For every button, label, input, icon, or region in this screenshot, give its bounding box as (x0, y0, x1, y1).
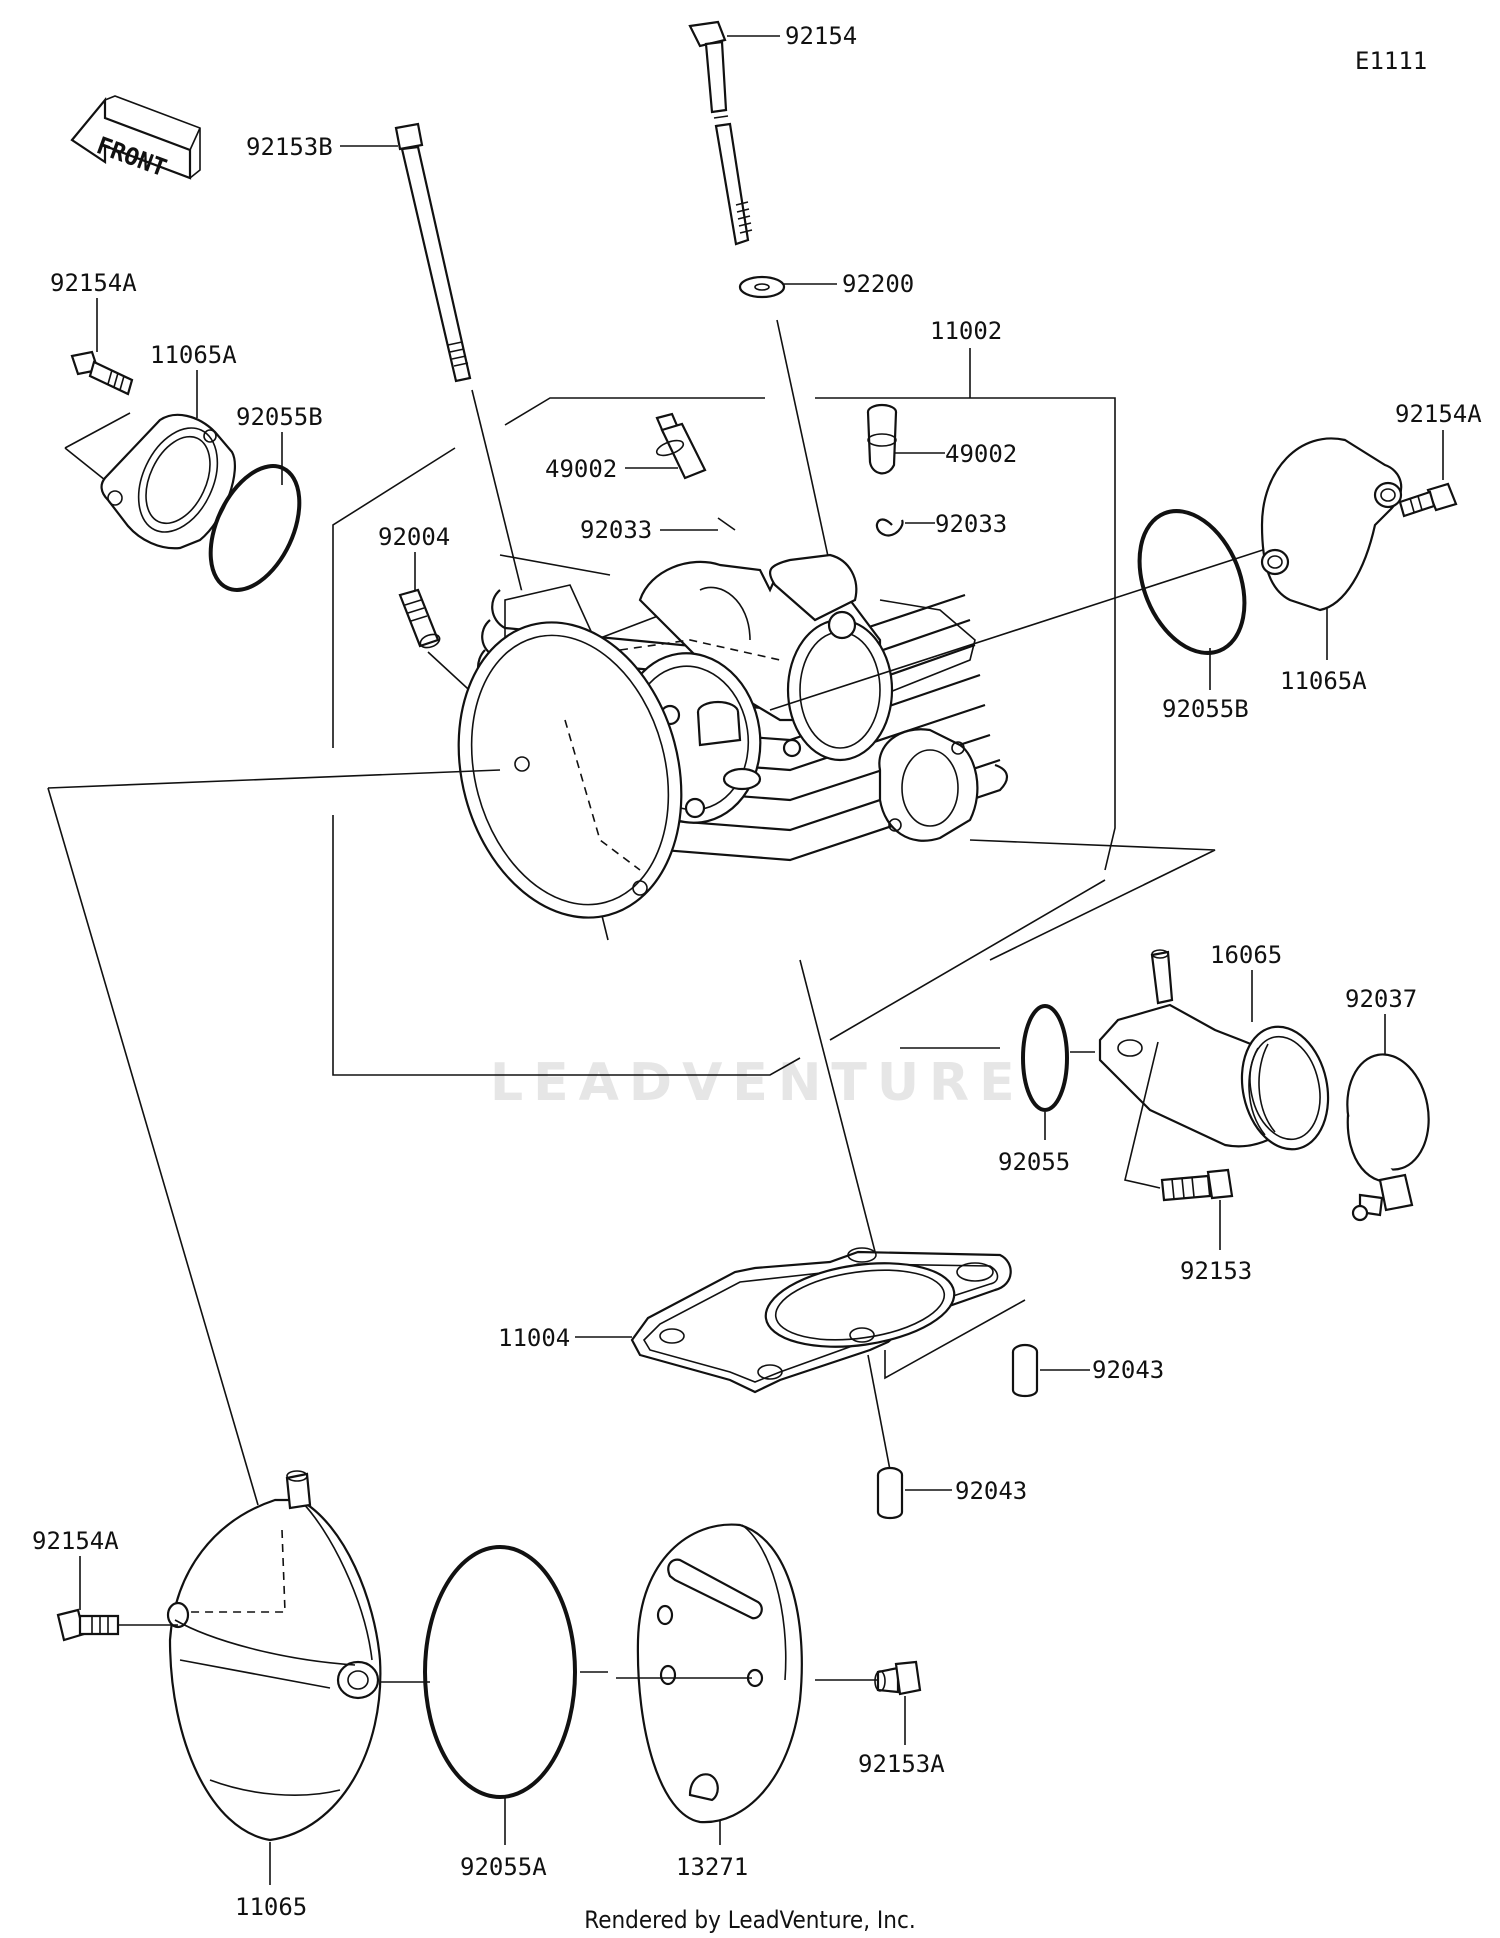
oring-92055B-right (1137, 509, 1247, 655)
label-92153A: 92153A (858, 1750, 945, 1778)
plate-13271 (636, 1523, 803, 1824)
label-92154A-left: 92154A (50, 269, 137, 297)
label-92043-lower: 92043 (955, 1477, 1027, 1505)
label-92055B-left: 92055B (236, 403, 323, 431)
label-92153B: 92153B (246, 133, 333, 161)
valve-guide-49002-right (866, 403, 898, 475)
label-11065A-right: 11065A (1280, 667, 1367, 695)
cover-11065 (166, 1470, 382, 1842)
label-92055: 92055 (998, 1148, 1070, 1176)
diagram-id: E1111 (1355, 47, 1427, 75)
dowel-92043-upper (1011, 1343, 1039, 1398)
label-11065A-left: 11065A (150, 341, 237, 369)
bolt-92154A-right (1398, 482, 1458, 518)
label-49002-right: 49002 (945, 440, 1017, 468)
footer-credit: Rendered by LeadVenture, Inc. (584, 1906, 915, 1934)
gasket-11004 (630, 1247, 1012, 1394)
oring-92055 (1021, 1004, 1069, 1112)
dowel-92043-lower (876, 1466, 904, 1520)
bolt-92153B (394, 122, 472, 383)
cylinder-head-11002 (457, 553, 1008, 919)
label-92200: 92200 (842, 270, 914, 298)
label-92154: 92154 (785, 22, 857, 50)
label-92055B-right: 92055B (1162, 695, 1249, 723)
intake-pipe-16065 (1098, 949, 1330, 1151)
washer-92200 (738, 275, 786, 299)
bolt-92153 (1160, 1168, 1234, 1202)
clamp-92037 (1346, 1053, 1430, 1222)
cover-11065A-left (100, 413, 236, 550)
oring-92055B-left (208, 464, 302, 592)
label-92033-left: 92033 (580, 516, 652, 544)
label-16065: 16065 (1210, 941, 1282, 969)
label-13271: 13271 (676, 1853, 748, 1881)
watermark: LEADVENTURE (490, 1053, 1025, 1113)
label-11002: 11002 (930, 317, 1002, 345)
label-11004: 11004 (498, 1324, 570, 1352)
bolt-92154A-bottom (56, 1608, 120, 1642)
front-arrow-icon: FRONT (70, 95, 201, 182)
label-92154A-right: 92154A (1395, 400, 1482, 428)
oring-92055A (423, 1545, 577, 1799)
clip-92033-left (717, 517, 736, 531)
label-92055A: 92055A (460, 1853, 547, 1881)
label-92033-right: 92033 (935, 510, 1007, 538)
stud-92004 (398, 588, 441, 649)
bolt-92154A-left (70, 350, 134, 396)
label-11065: 11065 (235, 1893, 307, 1921)
label-92154A-bottom: 92154A (32, 1527, 119, 1555)
label-92037: 92037 (1345, 985, 1417, 1013)
label-92153: 92153 (1180, 1257, 1252, 1285)
cover-11065A-right (1260, 437, 1403, 612)
bolt-92154 (688, 20, 753, 246)
clip-92033-right (875, 518, 904, 537)
label-92043-upper: 92043 (1092, 1356, 1164, 1384)
label-49002-left: 49002 (545, 455, 617, 483)
bolt-92153A (874, 1660, 922, 1696)
valve-guide-49002-left (655, 412, 707, 480)
label-92004: 92004 (378, 523, 450, 551)
